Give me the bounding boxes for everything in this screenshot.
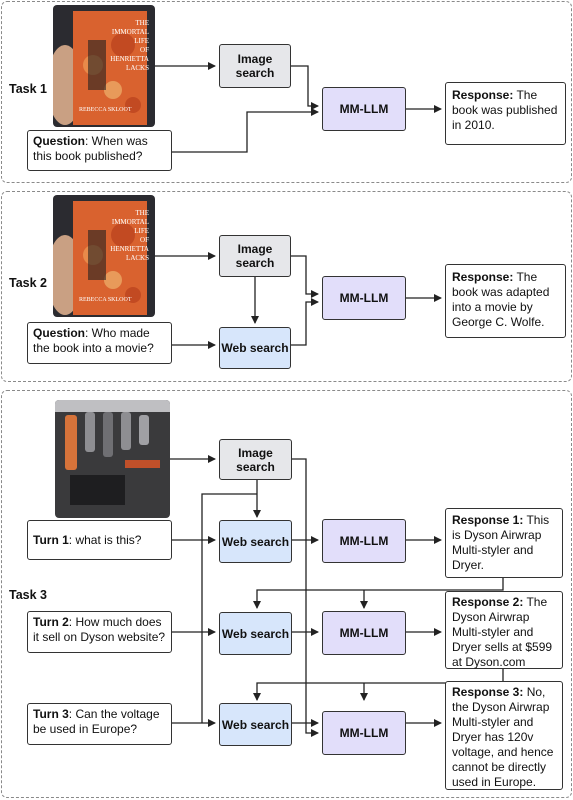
t3-image-search-box: Image search: [219, 439, 292, 480]
t3-response3-box: Response 3: No, the Dyson Airwrap Multi-…: [445, 681, 563, 790]
t2-web-search-box: Web search: [219, 327, 291, 369]
cover-title-3: OF: [140, 46, 149, 54]
t1-question-to-llm: [172, 108, 319, 153]
t3-web-search-box-1: Web search: [219, 520, 292, 563]
t3-mmllm-box-3: MM-LLM: [322, 711, 406, 755]
t2-mmllm-box: MM-LLM: [322, 276, 406, 320]
t1-image-search-to-llm: [291, 65, 319, 110]
book-photo: THE IMMORTAL LIFE OF HENRIETTA LACKS REB…: [53, 5, 155, 127]
t3-bus-to-web2: [201, 493, 257, 632]
cover-title-4: HENRIETTA: [110, 245, 149, 253]
t3-turn3-box: Turn 3: Can the voltage be used in Europ…: [27, 703, 172, 745]
task2-panel: [1, 191, 572, 382]
t1-image-search-box: Image search: [219, 44, 291, 88]
cover-title-3: OF: [140, 236, 149, 244]
t2-image-search-box: Image search: [219, 235, 291, 277]
task3-label: Task 3: [9, 588, 47, 602]
cover-title-5: LACKS: [126, 254, 149, 262]
t3-image-search-to-llm3: [292, 458, 319, 737]
task1-panel: [1, 1, 572, 183]
task2-label: Task 2: [9, 276, 47, 290]
t3-response2-box: Response 2: The Dyson Airwrap Multi-styl…: [445, 591, 563, 669]
t3-turn1-box: Turn 1: what is this?: [27, 520, 172, 560]
dyson-product-photo: [55, 400, 170, 518]
cover-title-4: HENRIETTA: [110, 55, 149, 63]
cover-title-1: THE: [135, 19, 149, 27]
cover-author: REBECCA SKLOOT: [79, 297, 132, 303]
cover-author: REBECCA SKLOOT: [79, 107, 132, 113]
t2-response-box: Response: The book was adapted into a mo…: [445, 264, 566, 338]
t2-question-box: Question: Who made the book into a movie…: [27, 322, 172, 364]
cover-title-2: IMMORTAL LIFE: [111, 28, 149, 45]
t3-web-search-box-2: Web search: [219, 612, 292, 655]
t2-image-search-to-llm: [291, 255, 319, 298]
t1-mmllm-box: MM-LLM: [322, 87, 406, 131]
t3-web-search-box-3: Web search: [219, 703, 292, 746]
t3-turn2-box: Turn 2: How much does it sell on Dyson w…: [27, 611, 172, 653]
cover-title-2: IMMORTAL LIFE: [111, 218, 149, 235]
t2-web-to-llm: [291, 298, 319, 346]
t3-response1-box: Response 1: This is Dyson Airwrap Multi-…: [445, 508, 563, 578]
t3-resp2-feedback: [253, 668, 504, 701]
t3-mmllm-box-1: MM-LLM: [322, 519, 406, 563]
task3-panel: [1, 390, 572, 798]
task1-label: Task 1: [9, 82, 47, 96]
t1-question-box: Question: When was this book published?: [27, 130, 172, 171]
cover-title-5: LACKS: [126, 64, 149, 72]
cover-title-1: THE: [135, 209, 149, 217]
t3-mmllm-box-2: MM-LLM: [322, 611, 406, 655]
book-photo: THE IMMORTAL LIFE OF HENRIETTA LACKS REB…: [53, 195, 155, 317]
t1-response-box: Response: The book was published in 2010…: [445, 82, 566, 145]
t3-resp1-feedback: [253, 578, 504, 609]
